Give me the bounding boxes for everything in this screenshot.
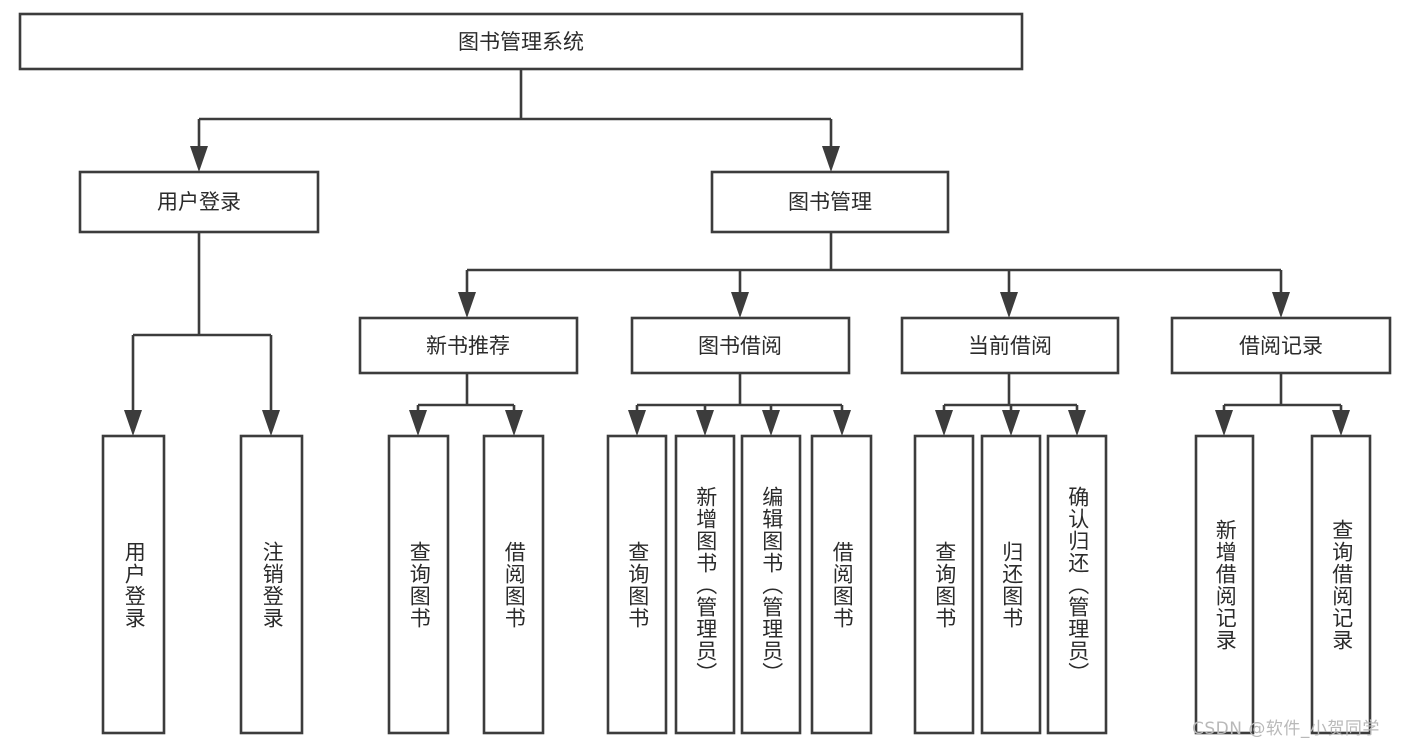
horizontal-label-layer: 图书管理系统 用户登录 图书管理 新书推荐 图书借阅 当前借阅 借阅记录 [157, 30, 1323, 358]
arrowhead-leaf4 [628, 410, 646, 436]
node-box-leaf-query-book-c[interactable] [913, 434, 975, 735]
arrowhead-borrow [731, 292, 749, 318]
arrowhead-leaf9 [1002, 410, 1020, 436]
node-box-leaf-logout[interactable] [239, 434, 304, 735]
arrowhead-leaf6 [762, 410, 780, 436]
node-box-leaf-user-login[interactable] [101, 434, 166, 735]
arrowhead-leaf11 [1215, 410, 1233, 436]
node-box-leaf-borrow-book-a[interactable] [482, 434, 545, 735]
node-box-new-book-recommend[interactable] [358, 316, 579, 375]
node-box-leaf-return-book[interactable] [980, 434, 1042, 735]
node-label-book-management: 图书管理 [788, 190, 872, 214]
arrowhead-current [1000, 292, 1018, 318]
arrowhead-leaf8 [935, 410, 953, 436]
connector-layer [124, 69, 1350, 436]
arrowhead-leaf2 [409, 410, 427, 436]
node-label-root: 图书管理系统 [458, 30, 584, 54]
node-box-leaf-borrow-book-b[interactable] [810, 434, 873, 735]
arrowhead-leaf3 [505, 410, 523, 436]
node-box-leaf-add-book[interactable] [674, 434, 736, 735]
node-label-book-borrow: 图书借阅 [698, 334, 782, 358]
arrowhead-leaf1 [262, 410, 280, 436]
arrowhead-new-books [458, 292, 476, 318]
arrowhead-leaf12 [1332, 410, 1350, 436]
node-box-leaf-query-book-b[interactable] [606, 434, 668, 735]
node-box-current-borrow[interactable] [900, 316, 1120, 375]
node-label-user-login: 用户登录 [157, 190, 241, 214]
node-label-borrow-records: 借阅记录 [1239, 334, 1323, 358]
node-box-leaf-add-record[interactable] [1194, 434, 1255, 735]
arrowhead-leaf10 [1068, 410, 1086, 436]
arrowhead-book-mgmt [822, 146, 840, 172]
node-label-new-book-recommend: 新书推荐 [426, 334, 510, 358]
arrowhead-user-login [190, 146, 208, 172]
node-box-user-login[interactable] [78, 170, 320, 234]
node-box-book-borrow[interactable] [630, 316, 851, 375]
node-box-root[interactable] [18, 12, 1024, 71]
node-layer [18, 12, 1392, 735]
watermark-text: CSDN @软件_小贺同学 [1192, 719, 1380, 739]
arrowhead-leaf0 [124, 410, 142, 436]
node-box-leaf-query-record[interactable] [1310, 434, 1372, 735]
arrowhead-leaf7 [833, 410, 851, 436]
node-box-borrow-records[interactable] [1170, 316, 1392, 375]
node-box-book-management[interactable] [710, 170, 950, 234]
arrowhead-records [1272, 292, 1290, 318]
node-box-leaf-edit-book[interactable] [740, 434, 802, 735]
node-box-leaf-confirm-return[interactable] [1046, 434, 1108, 735]
node-box-leaf-query-book-a[interactable] [387, 434, 450, 735]
node-label-current-borrow: 当前借阅 [968, 334, 1052, 358]
arrowhead-leaf5 [696, 410, 714, 436]
